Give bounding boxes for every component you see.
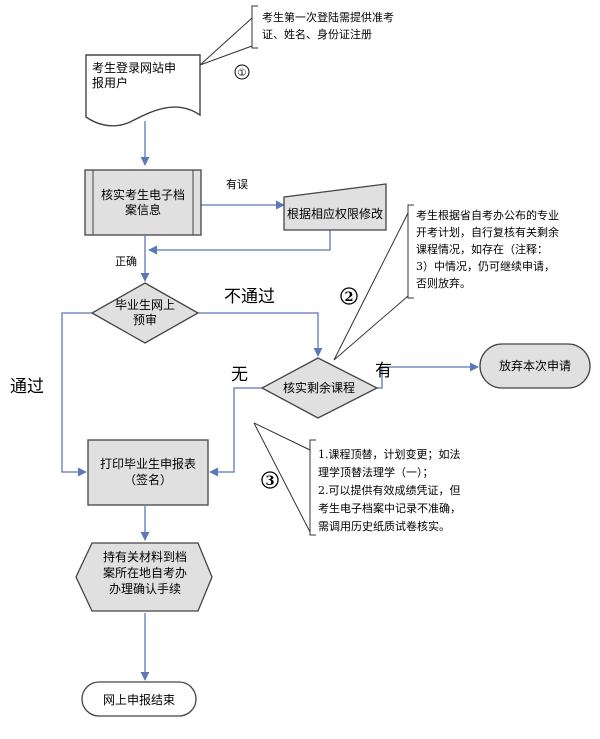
node-print: 打印毕业生申报表 （签名）	[87, 439, 209, 506]
confirm-line-3: 办理确认手续	[109, 581, 181, 596]
label-pass: 通过	[10, 377, 44, 397]
edge-modify-to-main	[148, 230, 331, 255]
note-2-line-5: 否则放弃。	[416, 276, 471, 290]
note-3-line-5: 需调用历史纸质试卷核实。	[318, 519, 450, 533]
note-3-line-1: 1.课程顶替，计划变更；如法	[318, 447, 461, 461]
bracket-note-3	[309, 439, 316, 536]
label-has: 有	[375, 361, 392, 381]
node-precheck: 毕业生网上 预审	[90, 282, 200, 344]
node-giveup: 放弃本次申请	[479, 343, 591, 389]
verify-line-1: 核实考生电子档	[101, 187, 185, 202]
note-3-number: 3	[261, 471, 279, 489]
note-2-line-4: 3）中情况，仍可继续申请，	[416, 259, 555, 273]
node-verify: 核实考生电子档 案信息	[84, 169, 202, 236]
bracket-note-1	[251, 5, 258, 49]
leader-note-2	[333, 212, 409, 361]
label-none: 无	[231, 365, 248, 385]
label-correct: 正确	[115, 255, 137, 268]
note-3: 1.课程顶替，计划变更；如法 理学顶替法理学（一）； 2.可以提供有效成绩凭证，…	[318, 447, 461, 533]
note-3-num: 3	[265, 474, 274, 489]
leader-note-1	[199, 17, 253, 66]
label-not-pass: 不通过	[224, 287, 275, 307]
node-start-doc: 考生登录网站申 报用户	[85, 54, 201, 127]
note-2: 考生根据省自考办公布的专业 开考计划，自行复核有关剩余 课程情况，如存在（注释：…	[416, 208, 559, 290]
note-1-line-1: 考生第一次登陆需提供准考	[262, 10, 394, 24]
note-2-number: 2	[340, 287, 358, 305]
note-1-num: ①	[238, 68, 247, 79]
edge-remaining-to-giveup	[377, 362, 479, 389]
note-2-line-2: 开考计划，自行复核有关剩余	[416, 225, 559, 239]
note-3-line-2: 理学顶替法理学（一）；	[318, 465, 434, 479]
giveup-label: 放弃本次申请	[499, 358, 571, 373]
edge-precheck-to-remaining	[198, 312, 323, 357]
note-2-line-3: 课程情况，如存在（注释：	[416, 242, 548, 256]
start-doc-line-2: 报用户	[92, 75, 128, 90]
connectors	[61, 121, 479, 681]
note-3-line-3: 2.可以提供有效成绩凭证，但	[318, 483, 461, 497]
precheck-line-1: 毕业生网上	[115, 298, 175, 312]
remaining-label: 核实剩余课程	[283, 380, 355, 395]
print-line-2: （签名）	[124, 472, 172, 487]
confirm-line-2: 案所在地自考办	[103, 565, 187, 580]
verify-line-2: 案信息	[125, 202, 161, 217]
start-doc-line-1: 考生登录网站申	[92, 60, 176, 75]
label-wrong: 有误	[226, 177, 248, 191]
note-3-line-4: 考生电子档案中记录不准确，	[318, 501, 461, 515]
print-line-1: 打印毕业生申报表	[100, 456, 196, 471]
note-1-number: ①	[234, 64, 250, 80]
leader-note-3	[253, 422, 311, 451]
leader-note-3-lower	[253, 422, 311, 533]
edge-remaining-to-print	[209, 387, 262, 477]
note-2-line-1: 考生根据省自考办公布的专业	[416, 208, 559, 222]
note-1: 考生第一次登陆需提供准考 证、姓名、身份证注册	[262, 10, 394, 41]
node-modify: 根据相应权限修改	[283, 183, 387, 231]
modify-label: 根据相应权限修改	[287, 206, 383, 221]
leader-note-2-lower	[333, 295, 409, 361]
leaders	[199, 17, 409, 533]
confirm-line-1: 持有关材料到档	[103, 549, 187, 564]
leader-note-1-lower	[199, 45, 253, 66]
node-remaining: 核实剩余课程	[260, 357, 379, 419]
edge-precheck-to-print	[61, 312, 92, 477]
precheck-line-2: 预审	[133, 312, 157, 327]
note-2-num: 2	[344, 290, 353, 305]
node-end: 网上申报结束	[81, 681, 197, 717]
note-1-line-2: 证、姓名、身份证注册	[262, 27, 372, 41]
node-confirm: 持有关材料到档 案所在地自考办 办理确认手续	[75, 542, 213, 612]
bracket-note-2	[407, 204, 414, 299]
end-label: 网上申报结束	[103, 692, 175, 707]
